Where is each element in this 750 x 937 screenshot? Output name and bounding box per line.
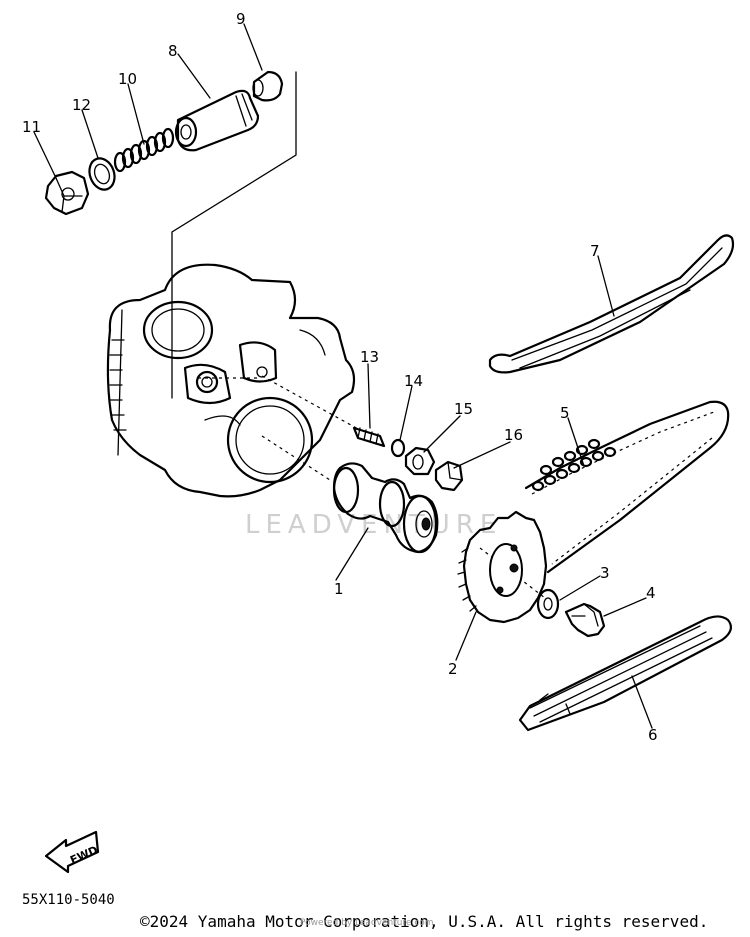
chain-links xyxy=(531,438,617,492)
nut-15 xyxy=(404,446,436,476)
cam-sprocket xyxy=(457,510,548,624)
callout-16: 16 xyxy=(504,426,523,444)
callout-3: 3 xyxy=(600,564,610,582)
tensioner-cap xyxy=(252,70,284,102)
callout-4: 4 xyxy=(646,584,656,602)
diagram-code: 55X110-5040 xyxy=(22,892,115,908)
callout-14: 14 xyxy=(404,372,423,390)
stud-bolt xyxy=(352,426,386,448)
washer-14 xyxy=(390,438,406,458)
callouts: 1 2 3 4 5 6 7 8 9 10 11 12 13 14 15 16 xyxy=(22,10,658,744)
callout-8: 8 xyxy=(168,42,178,60)
bolt xyxy=(564,602,606,638)
cylinder-head xyxy=(106,263,356,498)
cap-bolt xyxy=(44,170,90,216)
camshaft xyxy=(332,462,439,554)
callout-6: 6 xyxy=(648,726,658,744)
cam-chain xyxy=(524,400,730,574)
assembly-guide-lines xyxy=(171,71,546,599)
callout-5: 5 xyxy=(560,404,570,422)
copyright-notice: ©2024 Yamaha Motor Corporation, U.S.A. A… xyxy=(140,912,709,931)
tensioner-guide xyxy=(488,234,735,374)
chain-guide xyxy=(518,615,732,732)
washer xyxy=(536,588,560,620)
cap-nut-16 xyxy=(434,460,464,492)
callout-12: 12 xyxy=(72,96,91,114)
callout-1: 1 xyxy=(334,580,344,598)
callout-15: 15 xyxy=(454,400,473,418)
powered-by-credit: Powered by Leadventure.com xyxy=(300,918,434,928)
tensioner-spring xyxy=(113,127,175,173)
callout-10: 10 xyxy=(118,70,137,88)
callout-7: 7 xyxy=(590,242,600,260)
callout-9: 9 xyxy=(236,10,246,28)
fwd-arrow-icon: FWD xyxy=(44,830,100,874)
callout-2: 2 xyxy=(448,660,458,678)
fwd-label: FWD xyxy=(68,843,100,867)
callout-13: 13 xyxy=(360,348,379,366)
leader-lines xyxy=(33,23,653,729)
watermark: LEADVENTURE xyxy=(245,510,502,540)
tensioner-body xyxy=(174,89,260,152)
gasket xyxy=(88,157,116,191)
callout-11: 11 xyxy=(22,118,41,136)
